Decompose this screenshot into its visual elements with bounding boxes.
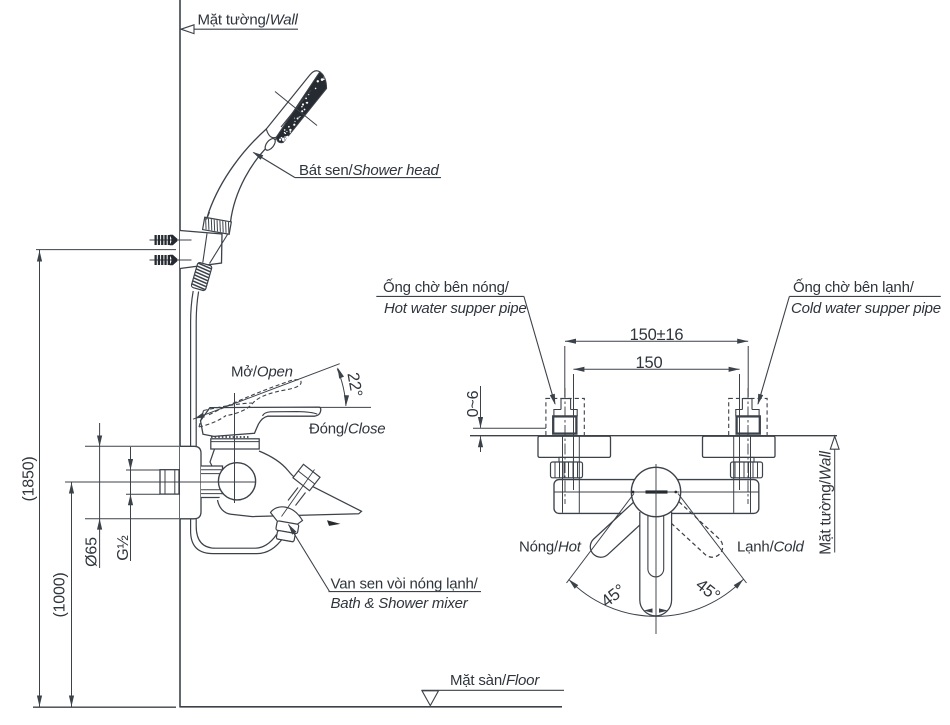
svg-text:Mặt sàn/Floor: Mặt sàn/Floor [450, 672, 540, 689]
svg-text:Bath & Shower mixer: Bath & Shower mixer [331, 595, 469, 612]
svg-text:22°: 22° [343, 371, 365, 398]
svg-text:150: 150 [636, 354, 663, 372]
svg-text:Mặt tường/Wall: Mặt tường/Wall [818, 450, 835, 554]
svg-text:Cold water supper pipe: Cold water supper pipe [791, 300, 941, 317]
svg-text:G½: G½ [115, 535, 132, 560]
svg-text:(1000): (1000) [52, 572, 69, 617]
svg-text:Van sen vòi nóng lạnh/: Van sen vòi nóng lạnh/ [331, 576, 479, 593]
svg-text:(1850): (1850) [21, 456, 38, 501]
svg-text:0~6: 0~6 [465, 390, 482, 417]
svg-text:Ống chờ bên lạnh/: Ống chờ bên lạnh/ [793, 278, 915, 296]
svg-text:Mặt tường/Wall: Mặt tường/Wall [198, 12, 299, 29]
svg-text:Nóng/Hot: Nóng/Hot [519, 539, 582, 556]
svg-text:Hot water supper pipe: Hot water supper pipe [384, 300, 527, 317]
svg-text:Ø65: Ø65 [84, 537, 101, 567]
svg-text:Lạnh/Cold: Lạnh/Cold [737, 539, 804, 556]
svg-text:45°: 45° [597, 580, 628, 610]
svg-text:45°: 45° [692, 575, 723, 605]
svg-text:Đóng/Close: Đóng/Close [309, 421, 385, 438]
svg-text:Ống chờ bên nóng/: Ống chờ bên nóng/ [383, 278, 510, 296]
svg-text:Bát sen/Shower head: Bát sen/Shower head [299, 162, 439, 179]
svg-text:150±16: 150±16 [630, 326, 684, 344]
svg-text:Mở/Open: Mở/Open [231, 364, 293, 381]
